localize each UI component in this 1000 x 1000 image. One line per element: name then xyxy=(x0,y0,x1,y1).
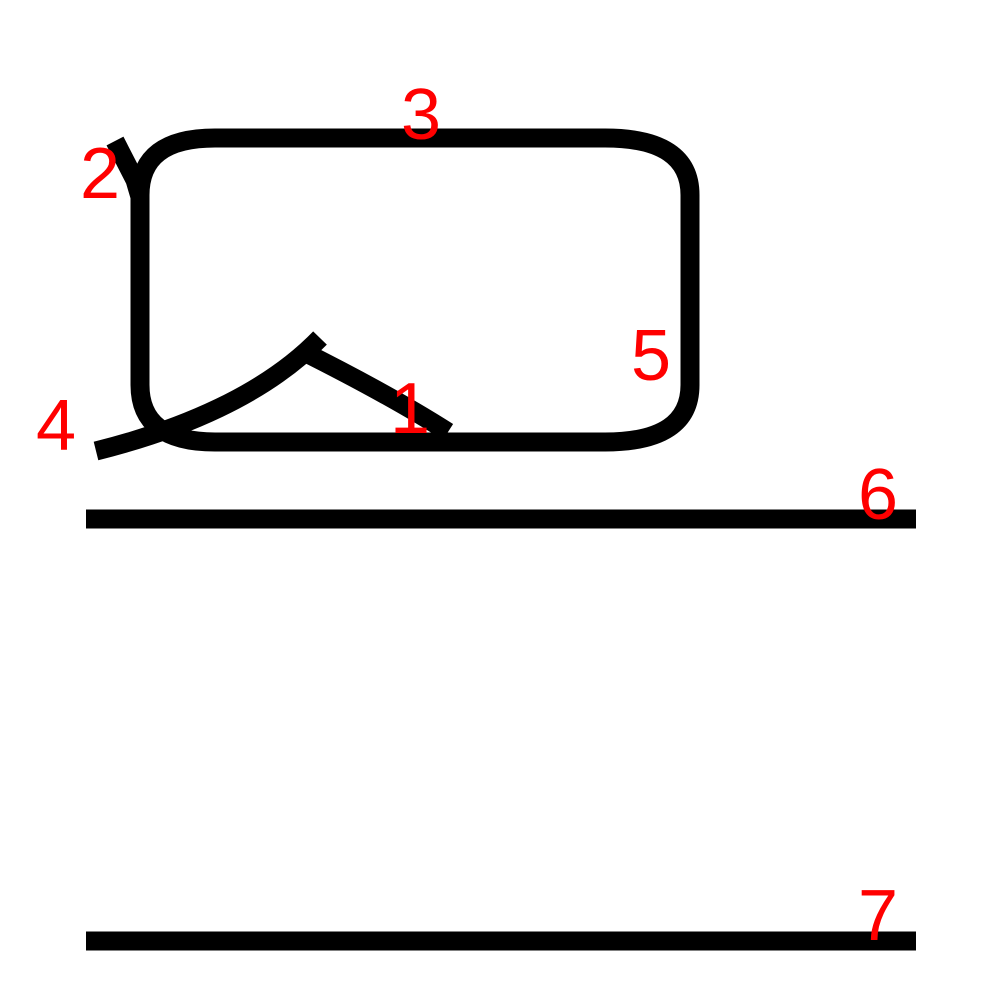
stroke-label-2: 2 xyxy=(80,134,120,214)
stroke-label-1: 1 xyxy=(390,369,430,449)
stroke-5-rounded-box xyxy=(130,128,700,452)
stroke-label-4: 4 xyxy=(36,386,76,466)
stroke-label-3: 3 xyxy=(401,75,441,155)
stroke-label-6: 6 xyxy=(858,455,898,535)
stroke-2-tick xyxy=(106,136,150,200)
stroke-label-5: 5 xyxy=(631,316,671,396)
stroke-1-diagonal xyxy=(295,341,454,441)
stroke-label-7: 7 xyxy=(858,876,898,956)
